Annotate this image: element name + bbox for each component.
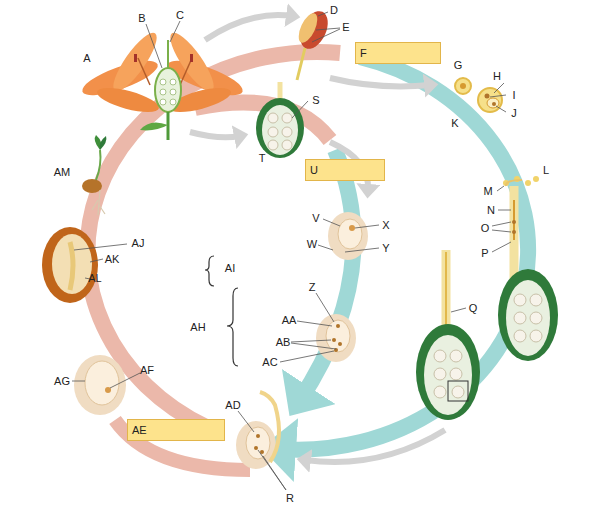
callout-letter: AC [262, 357, 277, 368]
developing-seed [72, 355, 140, 415]
callout-letter: X [382, 220, 389, 231]
callout-letter: AD [225, 400, 240, 411]
callout-letter: G [454, 60, 463, 71]
cycle-band [87, 52, 340, 427]
callout-letter: AF [140, 365, 154, 376]
ovule [318, 212, 379, 260]
callout-letter: T [259, 153, 266, 164]
callout-letter: C [176, 10, 184, 21]
box-letter: F [356, 47, 367, 59]
callout-letter: AH [190, 322, 205, 333]
callout-letter: A [83, 53, 90, 64]
callout-letter: E [342, 22, 349, 33]
callout-letter: AI [225, 263, 235, 274]
callout-letter: H [493, 71, 501, 82]
callout-letter: AB [276, 337, 291, 348]
answer-box: F [355, 42, 441, 64]
answer-box: AE [127, 419, 225, 441]
callout-letter: M [483, 186, 492, 197]
pistil [416, 250, 480, 420]
callout-letter: S [312, 95, 319, 106]
seed [42, 227, 127, 303]
cycle-band [280, 57, 528, 450]
answer-box: U [305, 159, 385, 181]
callout-letter: AJ [132, 238, 145, 249]
callout-letter: D [330, 5, 338, 16]
callout-letter: AM [54, 167, 71, 178]
callout-letter: P [481, 248, 488, 259]
flower [79, 28, 247, 140]
callout-letter: AG [54, 376, 70, 387]
callout-letter: L [543, 165, 549, 176]
callout-letter: W [307, 239, 317, 250]
callout-letter: J [511, 108, 517, 119]
cycle-band [300, 150, 354, 400]
callout-letter: I [512, 90, 515, 101]
callout-letter: AL [88, 273, 101, 284]
pistil [492, 176, 558, 361]
box-letter: U [306, 164, 318, 176]
callout-letter: V [312, 213, 319, 224]
ovary [256, 82, 308, 158]
callout-letter: Q [469, 303, 478, 314]
ovule [236, 392, 286, 490]
callout-letter: N [487, 205, 495, 216]
callout-letter: Z [309, 282, 316, 293]
box-letter: AE [128, 424, 147, 436]
seedling [82, 135, 106, 215]
callout-letter: R [286, 493, 294, 504]
callout-letter: O [481, 223, 490, 234]
callout-letter: Y [382, 243, 389, 254]
callout-letter: AA [282, 315, 297, 326]
anther [295, 7, 334, 80]
ovule [280, 293, 356, 362]
cycle-band [115, 420, 250, 470]
callout-letter: B [138, 13, 145, 24]
callout-letter: K [451, 118, 458, 129]
callout-letter: AK [105, 254, 120, 265]
